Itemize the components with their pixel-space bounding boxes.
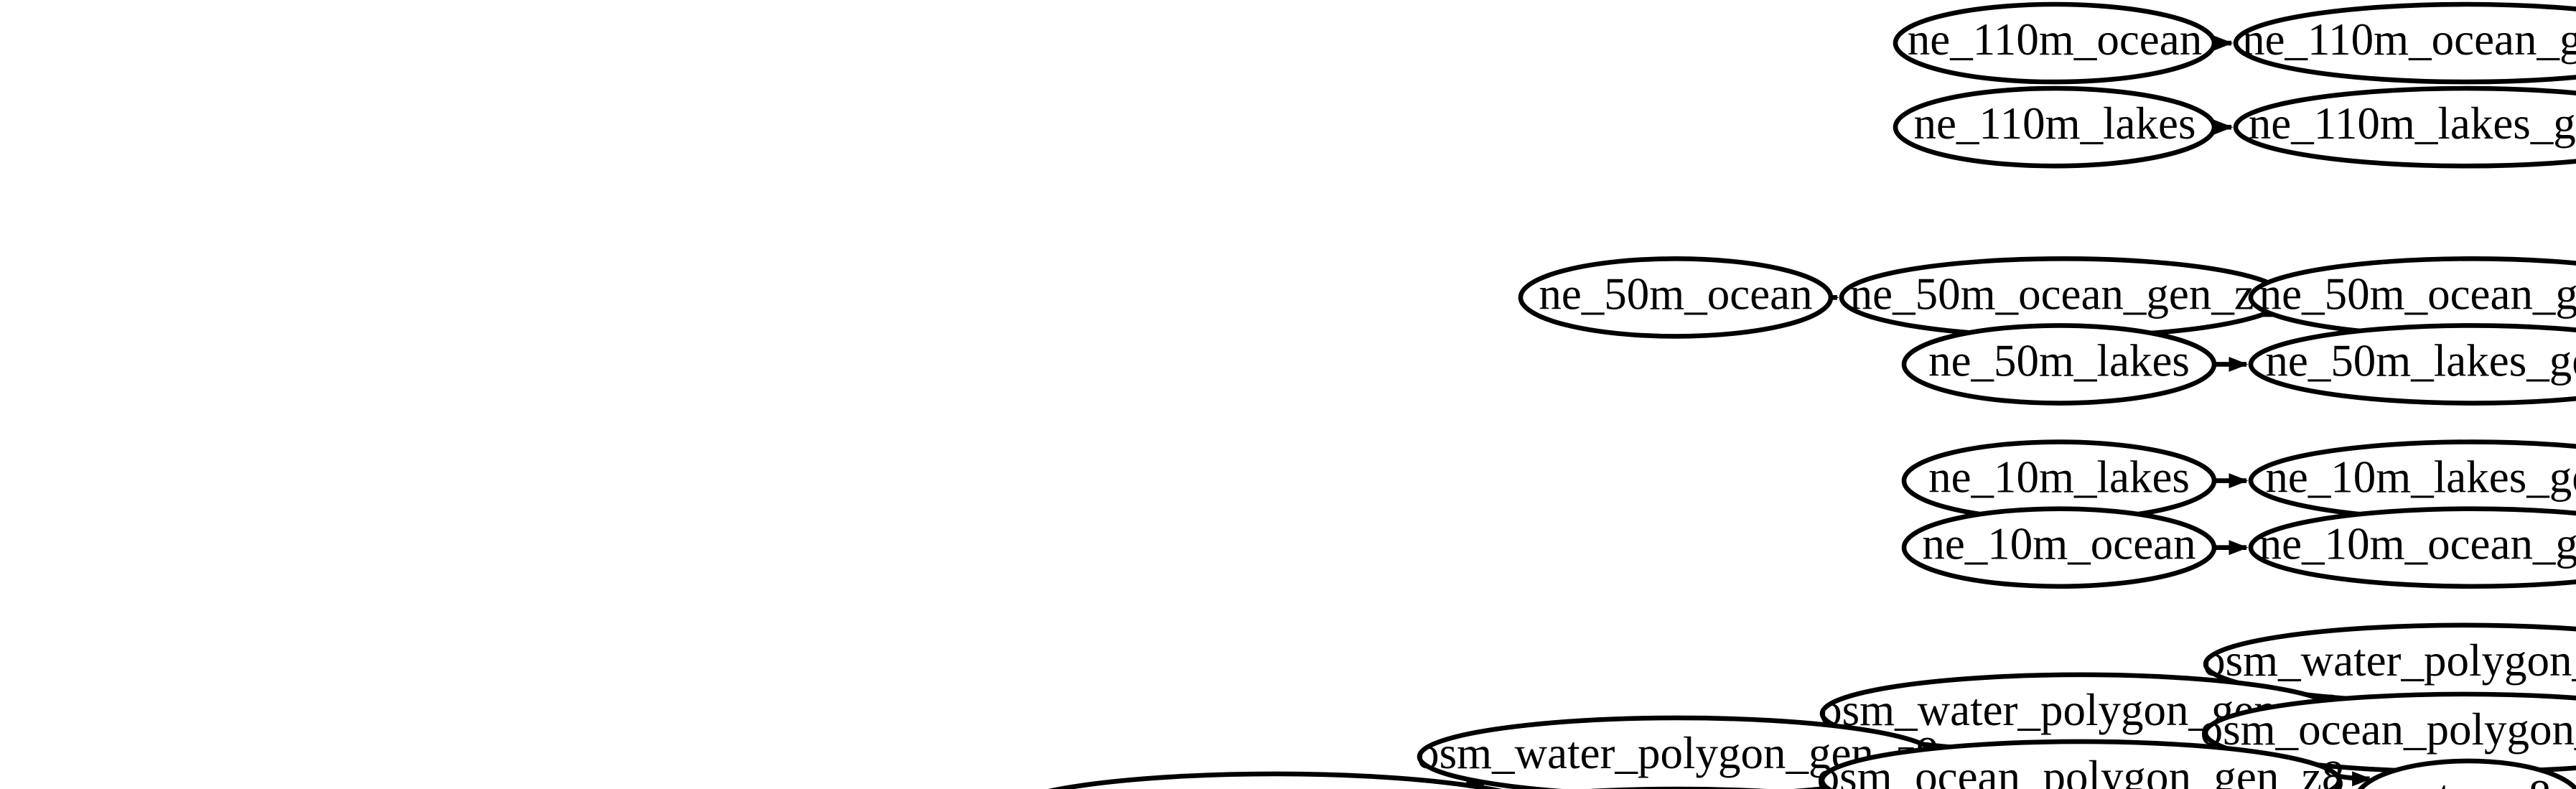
node-label: ne_10m_ocean_gen_z5 xyxy=(2259,519,2576,569)
node-label: ne_50m_ocean_gen_z3 xyxy=(2259,269,2576,319)
node-ne_10m_ocean[interactable]: ne_10m_ocean xyxy=(1901,506,2217,589)
node-ne_110m_lakes[interactable]: ne_110m_lakes xyxy=(1893,85,2217,169)
node-osm_water_polygon_gen_z10[interactable]: osm_water_polygon_gen_z10 xyxy=(1002,771,1548,789)
node-ne_50m_ocean[interactable]: ne_50m_ocean xyxy=(1518,256,1834,339)
node-shape xyxy=(2248,323,2576,406)
node-label: ne_50m_lakes_gen_z3 xyxy=(2265,335,2576,386)
node-shape xyxy=(1518,256,1834,339)
node-ne_10m_ocean_gen_z5[interactable]: ne_10m_ocean_gen_z5 xyxy=(2248,506,2576,589)
node-ne_110m_ocean_gen_z1[interactable]: ne_110m_ocean_gen_z1 xyxy=(2233,1,2576,85)
node-ne_110m_ocean[interactable]: ne_110m_ocean xyxy=(1893,1,2217,85)
node-label: ne_50m_ocean xyxy=(1539,269,1812,319)
node-shape xyxy=(1893,85,2217,169)
node-label: ne_110m_lakes_gen_z1 xyxy=(2249,98,2576,149)
node-label: osm_ocean_polygon_gen_z7 xyxy=(2201,704,2576,755)
node-label: osm_ocean_polygon_gen_z8 xyxy=(1817,752,2345,789)
node-label: osm_water_polygon_gen_z7 xyxy=(2203,635,2576,686)
node-label: ne_110m_ocean xyxy=(1908,14,2202,65)
node-shape xyxy=(1819,739,2342,789)
node-ne_50m_ocean_gen_z4[interactable]: ne_50m_ocean_gen_z4 xyxy=(1839,256,2288,339)
node-shape xyxy=(2358,758,2576,789)
node-shape xyxy=(2233,1,2576,85)
node-label: ne_110m_lakes xyxy=(1914,98,2196,149)
node-shape xyxy=(1901,506,2217,589)
node-label: ne_50m_lakes xyxy=(1928,335,2190,386)
node-shape xyxy=(1048,771,1502,789)
node-ne_50m_ocean_gen_z3[interactable]: ne_50m_ocean_gen_z3 xyxy=(2248,256,2576,339)
node-label: ne_10m_lakes_gen_z5 xyxy=(2265,452,2576,503)
node-label: ne_10m_lakes xyxy=(1928,452,2190,503)
node-label: osm_water_polygon_gen_z10 xyxy=(1002,784,1547,789)
node-water_z8[interactable]: water_z8 xyxy=(2356,758,2576,789)
node-ne_10m_lakes_gen_z5[interactable]: ne_10m_lakes_gen_z5 xyxy=(2248,439,2576,522)
node-ne_50m_lakes[interactable]: ne_50m_lakes xyxy=(1901,323,2217,406)
node-osm_water_polygon_gen_z9[interactable]: osm_water_polygon_gen_z9 xyxy=(1417,715,1939,789)
node-label: ne_10m_ocean xyxy=(1922,519,2195,569)
node-ne_50m_lakes_gen_z3[interactable]: ne_50m_lakes_gen_z3 xyxy=(2248,323,2576,406)
node-shape xyxy=(2233,85,2576,169)
node-ne_110m_lakes_gen_z1[interactable]: ne_110m_lakes_gen_z1 xyxy=(2233,85,2576,169)
node-ne_10m_lakes[interactable]: ne_10m_lakes xyxy=(1901,439,2217,522)
node-osm_ocean_polygon_gen_z7[interactable]: osm_ocean_polygon_gen_z7 xyxy=(2201,691,2576,775)
node-osm_ocean_polygon_gen_z8[interactable]: osm_ocean_polygon_gen_z8 xyxy=(1817,739,2345,789)
node-shape xyxy=(1893,1,2217,85)
node-label: water_z8 xyxy=(2386,771,2552,789)
node-label: ne_50m_ocean_gen_z4 xyxy=(1850,269,2277,319)
node-label: ne_110m_ocean_gen_z1 xyxy=(2242,14,2576,65)
node-shape xyxy=(2248,506,2576,589)
node-shape xyxy=(1901,323,2217,406)
